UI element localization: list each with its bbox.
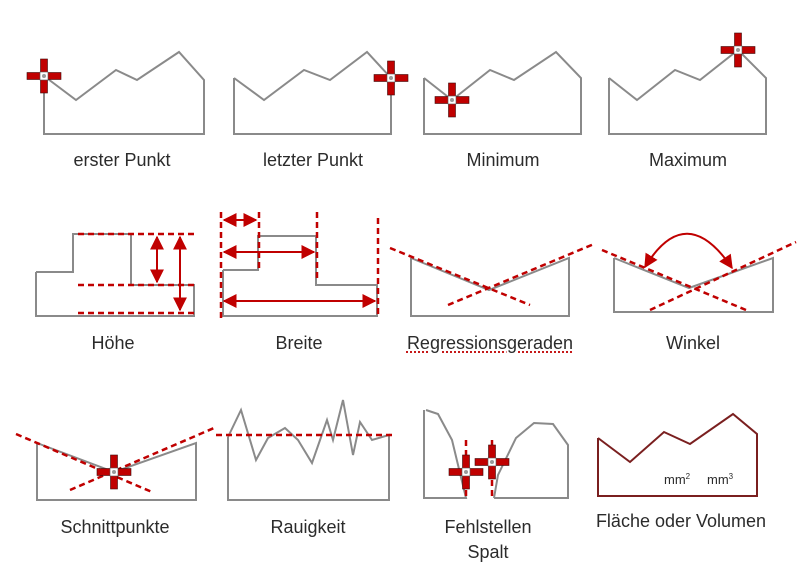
- profile-outline: [234, 52, 391, 134]
- profile-outline: [609, 50, 766, 134]
- label-fehlstellen: Fehlstellen: [430, 516, 546, 538]
- diagram-erster-punkt: [27, 52, 204, 134]
- label-minimum: Minimum: [440, 149, 566, 171]
- profile-outline: [36, 234, 194, 316]
- diagram-winkel: [602, 234, 796, 312]
- label-rauigkeit: Rauigkeit: [250, 516, 366, 538]
- regression-line: [70, 428, 214, 490]
- label-letzter-punkt: letzter Punkt: [240, 149, 386, 171]
- profile-outline: [614, 258, 773, 312]
- crosshair-marker-icon: [27, 59, 61, 93]
- diagram-fehlstellen-spalt: [424, 410, 568, 500]
- volume-unit: mm3: [707, 472, 734, 487]
- diagram-regressionsgeraden: [390, 244, 594, 316]
- diagram-minimum: [424, 52, 581, 134]
- crosshair-marker-icon: [97, 455, 131, 489]
- label-maximum: Maximum: [625, 149, 751, 171]
- profile-outline: [424, 52, 581, 134]
- diagram-flaeche-volumen: mm2 mm3: [598, 414, 757, 496]
- profile-outline: [228, 400, 389, 500]
- label-flaeche-volumen: Fläche oder Volumen: [578, 510, 784, 532]
- label-schnittpunkte: Schnittpunkte: [40, 516, 190, 538]
- label-hoehe: Höhe: [60, 332, 166, 354]
- profile-outline: [223, 236, 377, 316]
- area-unit: mm2: [664, 472, 691, 487]
- profile-outline: [424, 410, 466, 498]
- regression-line: [448, 244, 594, 305]
- crosshair-marker-icon: [435, 83, 469, 117]
- diagram-breite: [221, 212, 378, 318]
- label-regressionsgeraden: Regressionsgeraden: [390, 332, 590, 354]
- label-winkel: Winkel: [640, 332, 746, 354]
- angle-arc: [645, 234, 732, 268]
- diagram-rauigkeit: [216, 400, 392, 500]
- profile-outline: [44, 52, 204, 134]
- diagram-maximum: [609, 33, 766, 134]
- diagram-schnittpunkte: [16, 428, 214, 500]
- diagram-hoehe: [36, 234, 196, 316]
- diagram-letzter-punkt: [234, 52, 408, 134]
- label-erster-punkt: erster Punkt: [54, 149, 190, 171]
- label-spalt: Spalt: [430, 541, 546, 563]
- label-breite: Breite: [246, 332, 352, 354]
